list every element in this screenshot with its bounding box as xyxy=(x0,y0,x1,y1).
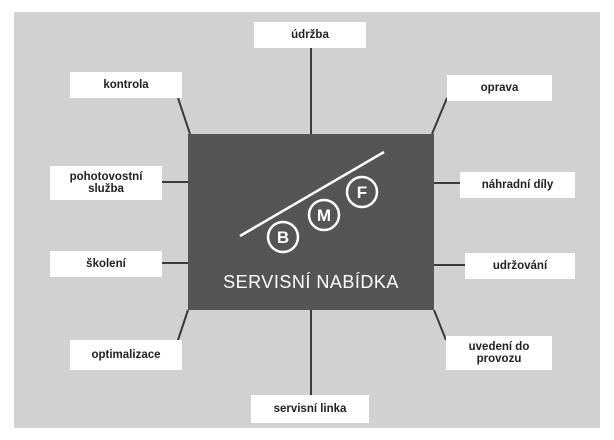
connector-kontrola xyxy=(177,97,191,135)
label-pohotovostni-sluzba: pohotovostní služba xyxy=(50,166,162,200)
label-pohotovostni-line1: pohotovostní xyxy=(69,170,143,183)
label-oprava-text: oprava xyxy=(480,81,519,94)
label-nahradni-dily-text: náhradní díly xyxy=(481,178,554,191)
connector-optimalizace xyxy=(177,309,189,341)
label-nahradni-dily: náhradní díly xyxy=(460,172,575,198)
label-uvedeni-line1: uvedení do xyxy=(468,340,530,353)
label-kontrola: kontrola xyxy=(70,72,182,98)
label-optimalizace: optimalizace xyxy=(70,340,182,370)
label-udrzovani-text: udržování xyxy=(492,259,548,272)
center-title: SERVISNÍ NABÍDKA xyxy=(223,272,399,292)
logo-letter-b: B xyxy=(277,228,289,247)
label-uvedeni-line2: provozu xyxy=(476,353,522,365)
label-skoleni-text: školení xyxy=(86,257,126,270)
label-pohotovostni-line2: služba xyxy=(88,183,124,195)
logo-circle-m xyxy=(307,198,341,232)
label-kontrola-text: kontrola xyxy=(103,78,149,91)
connector-uvedeni xyxy=(433,309,447,341)
logo-slope-line xyxy=(239,150,385,238)
label-servisni-linka: servisní linka xyxy=(251,395,369,423)
logo-circle-b xyxy=(266,220,300,254)
label-optimalizace-text: optimalizace xyxy=(91,348,161,361)
bmf-logo: B M F xyxy=(239,150,385,254)
logo-letter-m: M xyxy=(317,206,331,225)
label-oprava: oprava xyxy=(447,75,552,101)
logo-letter-f: F xyxy=(357,183,367,202)
label-udrzba: údržba xyxy=(254,22,366,48)
label-udrzovani: udržování xyxy=(465,253,575,279)
label-servisni-linka-text: servisní linka xyxy=(273,402,347,415)
label-udrzba-text: údržba xyxy=(291,28,329,41)
logo-circle-f xyxy=(345,175,379,209)
center-box: B M F SERVISNÍ NABÍDKA xyxy=(188,134,434,310)
label-uvedeni-do-provozu: uvedení do provozu xyxy=(446,336,552,370)
label-skoleni: školení xyxy=(50,251,162,277)
connector-oprava xyxy=(431,97,448,135)
